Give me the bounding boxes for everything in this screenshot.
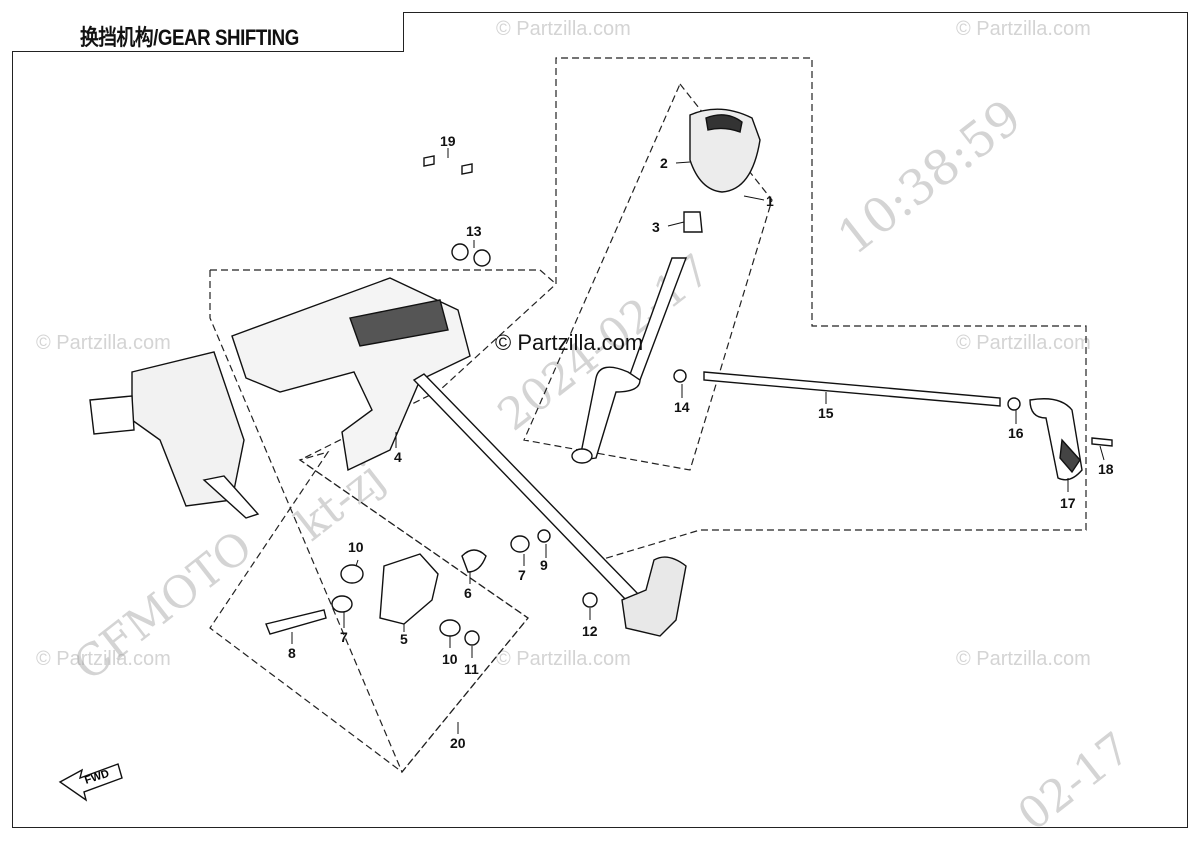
callout-17: 17 [1060, 495, 1076, 511]
callout-3: 3 [652, 219, 660, 235]
diagram-frame [12, 12, 1188, 828]
watermark-partzilla: © Partzilla.com [496, 648, 631, 670]
bracket-5 [379, 553, 439, 625]
callout-7-upper: 7 [518, 567, 526, 583]
watermark-partzilla: © Partzilla.com [36, 332, 171, 354]
callout-19: 19 [440, 133, 456, 149]
top-group-boundary [210, 269, 557, 285]
bushing-10-upper [340, 564, 364, 584]
nut-14 [673, 369, 687, 383]
bolt-13a [451, 243, 469, 261]
watermark-partzilla: © Partzilla.com [956, 332, 1091, 354]
fwd-arrow: FWD [58, 763, 123, 802]
watermark-center: © Partzilla.com [495, 330, 644, 355]
bolt-13b [473, 249, 491, 267]
shift-lever [627, 257, 688, 381]
callout-15: 15 [818, 405, 834, 421]
pin-8 [265, 609, 327, 635]
callout-8: 8 [288, 645, 296, 661]
washer-11 [464, 630, 480, 646]
callout-5: 5 [400, 631, 408, 647]
group-20-boundary [209, 450, 529, 773]
assembly-boundary [209, 57, 1087, 774]
watermark-partzilla: © Partzilla.com [496, 18, 631, 40]
callout-10-upper: 10 [348, 539, 364, 555]
callout-1: 1 [766, 193, 774, 209]
bolt-19b [461, 163, 473, 175]
callout-4: 4 [394, 449, 402, 465]
callout-11: 11 [464, 661, 479, 677]
watermark-partzilla: © Partzilla.com [956, 648, 1091, 670]
callout-10-lower: 10 [442, 651, 458, 667]
spring-6 [461, 549, 487, 573]
bushing-7-upper [510, 535, 530, 553]
group-1-boundary [523, 82, 773, 471]
callout-7-lower: 7 [340, 629, 348, 645]
side-panel [131, 351, 245, 507]
callout-13: 13 [466, 223, 482, 239]
page-title: 换挡机构/GEAR SHIFTING [80, 25, 299, 50]
shift-housing [621, 556, 687, 637]
bolt-19a [423, 155, 435, 167]
knob-nut [683, 211, 703, 233]
callout-6: 6 [464, 585, 472, 601]
nut-16 [1007, 397, 1021, 411]
watermark-partzilla: © Partzilla.com [956, 18, 1091, 40]
bushing-7-lower [331, 595, 353, 613]
pivot-shaft [202, 475, 260, 519]
watermark-partzilla: © Partzilla.com [36, 648, 171, 670]
bolt-12 [582, 592, 598, 608]
callout-9: 9 [540, 557, 548, 573]
callout-16: 16 [1008, 425, 1024, 441]
bolt-18 [1091, 437, 1113, 447]
callout-20: 20 [450, 735, 466, 751]
callout-12: 12 [582, 623, 598, 639]
title-box: 换挡机构/GEAR SHIFTING [12, 12, 404, 52]
washer-9 [537, 529, 551, 543]
callout-2: 2 [660, 155, 668, 171]
link-rod [703, 371, 1001, 407]
callout-14: 14 [674, 399, 690, 415]
bushing-10-lower [439, 619, 461, 637]
callout-18: 18 [1098, 461, 1114, 477]
